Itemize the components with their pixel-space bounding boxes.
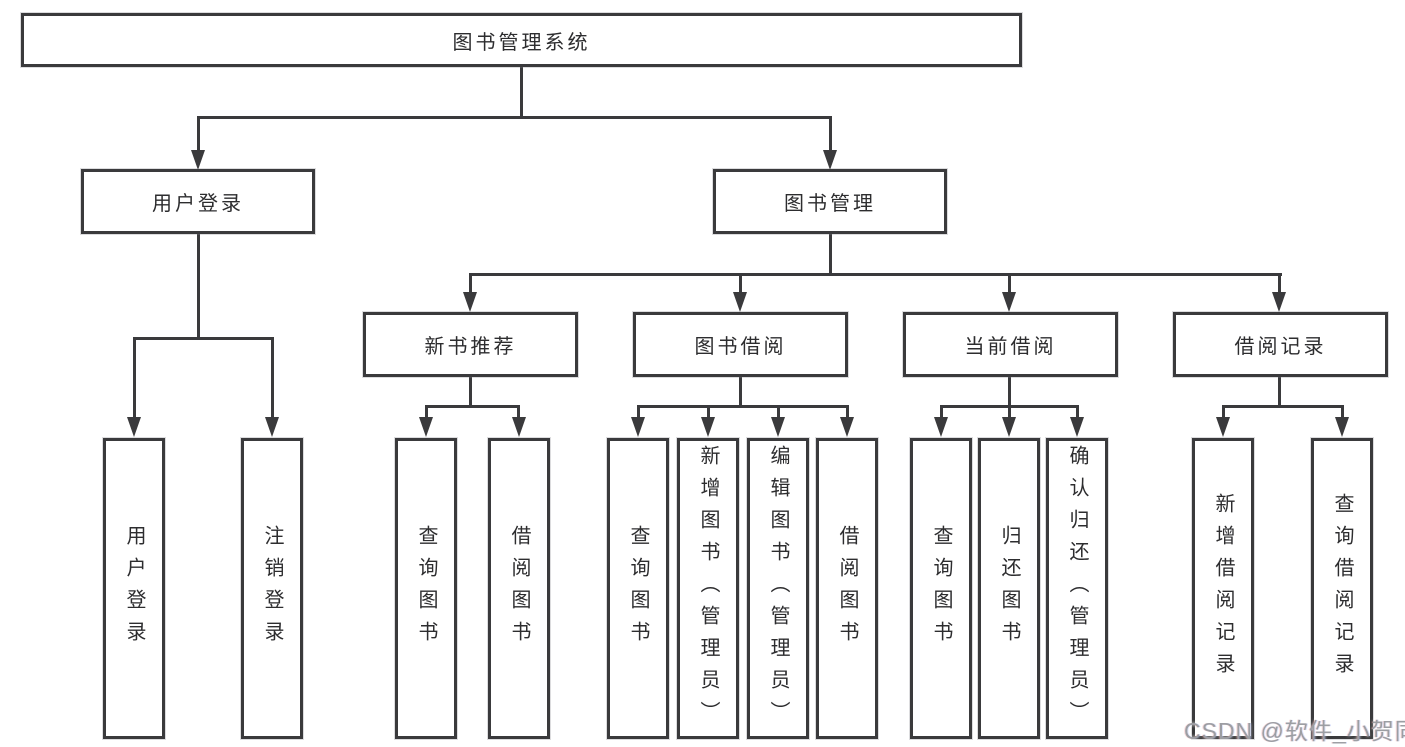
leaf-user-login: 用户登录 xyxy=(103,438,165,739)
leaf-borrow-search-books: 查询图书 xyxy=(607,438,669,739)
leaf-newbook-search-books: 查询图书 xyxy=(395,438,457,739)
connector-line xyxy=(469,276,472,292)
connector-line xyxy=(1008,408,1011,418)
connector-line xyxy=(469,377,472,405)
arrow-down-icon xyxy=(191,150,205,170)
leaf-current-search-books: 查询图书 xyxy=(910,438,972,739)
node-label: 图书借阅 xyxy=(694,336,787,358)
leaf-logout: 注销登录 xyxy=(241,438,303,739)
connector-line xyxy=(846,408,849,418)
arrow-down-icon xyxy=(823,150,837,170)
connector-line xyxy=(739,276,742,292)
leaf-label: 用户登录 xyxy=(123,524,145,653)
arrow-down-icon xyxy=(1216,417,1230,437)
connector-line xyxy=(1341,408,1344,418)
leaf-label: 编辑图书（管理员） xyxy=(767,444,789,733)
connector-line xyxy=(940,408,943,418)
connector-line xyxy=(133,337,274,340)
connector-line xyxy=(1008,377,1011,405)
connector-line xyxy=(197,234,200,337)
connector-line xyxy=(707,408,710,418)
node-borrowing-records: 借阅记录 xyxy=(1173,312,1388,377)
leaf-label: 查询图书 xyxy=(627,524,649,653)
node-label: 图书管理系统 xyxy=(452,31,591,54)
node-book-management: 图书管理 xyxy=(713,169,947,234)
arrow-down-icon xyxy=(771,417,785,437)
watermark: CSDN @软件_小贺同学 xyxy=(1184,718,1405,744)
arrow-down-icon xyxy=(1002,292,1016,312)
connector-line xyxy=(197,116,832,119)
node-label: 图书管理 xyxy=(784,193,876,215)
leaf-label: 确认归还（管理员） xyxy=(1066,444,1088,733)
node-user-login: 用户登录 xyxy=(81,169,315,234)
arrow-down-icon xyxy=(512,417,526,437)
node-label: 新书推荐 xyxy=(424,336,517,358)
arrow-down-icon xyxy=(1335,417,1349,437)
connector-line xyxy=(1222,408,1225,418)
arrow-down-icon xyxy=(1272,292,1286,312)
leaf-label: 注销登录 xyxy=(261,524,283,653)
leaf-label: 借阅图书 xyxy=(836,524,858,653)
connector-line xyxy=(1076,408,1079,418)
connector-line xyxy=(739,377,742,405)
connector-line xyxy=(829,119,832,151)
node-label: 借阅记录 xyxy=(1234,336,1327,358)
connector-line xyxy=(637,405,849,408)
connector-line xyxy=(520,67,523,116)
arrow-down-icon xyxy=(463,292,477,312)
node-current-borrowing: 当前借阅 xyxy=(903,312,1118,377)
leaf-record-search-borrow-record: 查询借阅记录 xyxy=(1311,438,1373,739)
connector-line xyxy=(1008,276,1011,292)
arrow-down-icon xyxy=(1002,417,1016,437)
leaf-current-confirm-return-admin: 确认归还（管理员） xyxy=(1046,438,1108,739)
leaf-label: 查询图书 xyxy=(415,524,437,653)
leaf-record-add-borrow-record: 新增借阅记录 xyxy=(1192,438,1254,739)
arrow-down-icon xyxy=(840,417,854,437)
node-new-book-recommendation: 新书推荐 xyxy=(363,312,578,377)
connector-line xyxy=(1278,377,1281,405)
leaf-borrow-edit-books-admin: 编辑图书（管理员） xyxy=(747,438,809,739)
connector-line xyxy=(1222,405,1344,408)
node-book-borrowing: 图书借阅 xyxy=(633,312,848,377)
leaf-borrow-add-books-admin: 新增图书（管理员） xyxy=(677,438,739,739)
connector-line xyxy=(777,408,780,418)
connector-line xyxy=(197,119,200,151)
arrow-down-icon xyxy=(934,417,948,437)
node-label: 用户登录 xyxy=(152,193,244,215)
leaf-label: 借阅图书 xyxy=(508,524,530,653)
connector-line xyxy=(271,340,274,418)
connector-line xyxy=(133,340,136,418)
connector-line xyxy=(637,408,640,418)
leaf-label: 归还图书 xyxy=(998,524,1020,653)
connector-line xyxy=(1278,276,1281,292)
connector-line xyxy=(517,408,520,418)
arrow-down-icon xyxy=(631,417,645,437)
leaf-label: 查询图书 xyxy=(930,524,952,653)
leaf-current-return-books: 归还图书 xyxy=(978,438,1040,739)
arrow-down-icon xyxy=(733,292,747,312)
connector-line xyxy=(469,273,1282,276)
leaf-label: 查询借阅记录 xyxy=(1331,492,1353,685)
connector-line xyxy=(425,405,520,408)
arrow-down-icon xyxy=(1070,417,1084,437)
leaf-label: 新增借阅记录 xyxy=(1212,492,1234,685)
connector-line xyxy=(940,405,1079,408)
leaf-borrow-borrow-books: 借阅图书 xyxy=(816,438,878,739)
arrow-down-icon xyxy=(265,417,279,437)
leaf-label: 新增图书（管理员） xyxy=(697,444,719,733)
connector-line xyxy=(829,234,832,273)
node-library-system: 图书管理系统 xyxy=(21,13,1022,67)
arrow-down-icon xyxy=(701,417,715,437)
node-label: 当前借阅 xyxy=(964,336,1057,358)
leaf-newbook-borrow-books: 借阅图书 xyxy=(488,438,550,739)
connector-line xyxy=(425,408,428,418)
arrow-down-icon xyxy=(127,417,141,437)
arrow-down-icon xyxy=(419,417,433,437)
